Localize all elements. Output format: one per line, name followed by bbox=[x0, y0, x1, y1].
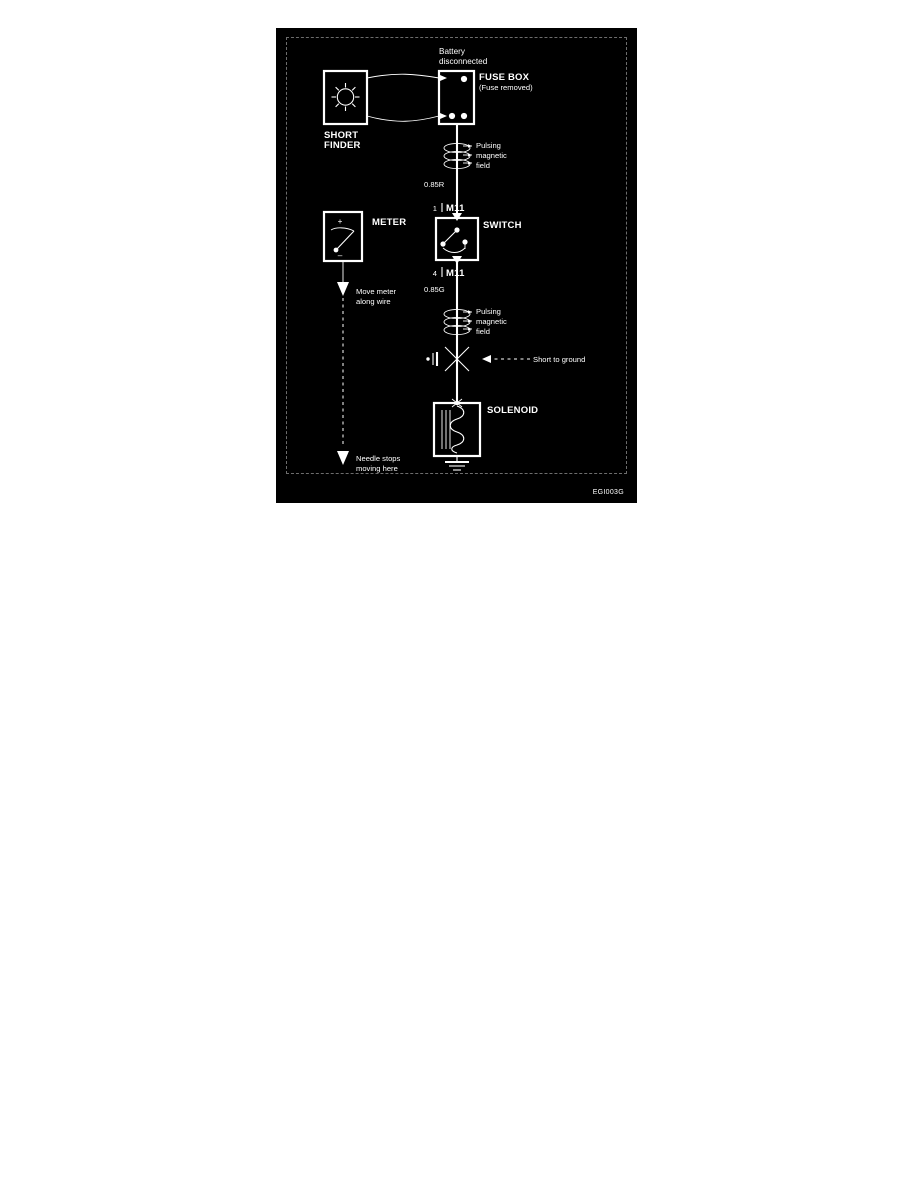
needle-stops-line2: moving here bbox=[356, 464, 398, 473]
battery-disconnected-line2: disconnected bbox=[439, 57, 488, 66]
short-finder-box bbox=[322, 69, 369, 126]
short-to-ground-label: Short to ground bbox=[533, 355, 585, 364]
magnetic-coil-lower-icon bbox=[443, 308, 472, 336]
meter-group: + – METER bbox=[322, 210, 406, 263]
pulsing-field-upper-line2: magnetic bbox=[476, 151, 507, 160]
switch-terminal-bottom-connector: M11 bbox=[446, 268, 465, 279]
pulsing-field-upper-line3: field bbox=[476, 161, 490, 170]
starburst-icon bbox=[331, 83, 360, 111]
solenoid-coil-icon bbox=[449, 405, 465, 454]
short-to-ground-arrow bbox=[482, 355, 491, 363]
move-meter-line1: Move meter bbox=[356, 287, 397, 296]
wiring-diagram-figure: SHORT FINDER Battery disconnected bbox=[276, 28, 637, 503]
fuse-box-title: FUSE BOX bbox=[479, 72, 530, 83]
figure-reference-code: EGI003G bbox=[593, 489, 624, 496]
switch-terminal-bottom-number: 4 bbox=[433, 269, 437, 278]
short-finder-label-line2: FINDER bbox=[324, 140, 361, 151]
short-burst-icon bbox=[444, 343, 470, 375]
test-lead-lower bbox=[366, 115, 440, 122]
short-to-ground-group: Short to ground bbox=[426, 343, 585, 375]
solenoid-label: SOLENOID bbox=[487, 405, 538, 416]
move-meter-line2: along wire bbox=[356, 297, 391, 306]
ground-symbol-icon bbox=[445, 456, 469, 471]
move-meter-arrow bbox=[337, 282, 349, 296]
needle-stops-arrow bbox=[337, 451, 349, 465]
solenoid-group: SOLENOID bbox=[432, 398, 538, 471]
meter-needle-icon bbox=[330, 227, 355, 253]
short-finder-label-line1: SHORT bbox=[324, 130, 358, 141]
meter-movement-path-group: Move meter along wire Needle stops movin… bbox=[337, 261, 401, 473]
switch-box bbox=[434, 216, 480, 262]
pulsing-field-lower-line2: magnetic bbox=[476, 317, 507, 326]
fuse-box-group: Battery disconnected FUSE BOX (Fuse remo… bbox=[437, 47, 533, 126]
test-leads-group bbox=[366, 73, 447, 122]
switch-contacts-icon bbox=[440, 227, 468, 253]
switch-terminal-top-number: 1 bbox=[433, 204, 437, 213]
solenoid-box bbox=[432, 401, 482, 458]
switch-group: 1 M11 4 M11 SWITCH bbox=[433, 203, 522, 279]
test-lead-upper-arrow bbox=[440, 75, 447, 81]
wire-label-upper: 0.85R bbox=[424, 180, 445, 189]
meter-plus-sign: + bbox=[338, 217, 343, 226]
magnetic-coil-upper-icon bbox=[443, 142, 472, 170]
ground-contact-icon bbox=[426, 352, 439, 366]
needle-stops-line1: Needle stops bbox=[356, 454, 401, 463]
pulsing-field-lower-line1: Pulsing bbox=[476, 307, 501, 316]
test-lead-lower-arrow bbox=[440, 113, 447, 119]
fuse-terminal-upper bbox=[460, 75, 468, 83]
fuse-box-subtitle: (Fuse removed) bbox=[479, 83, 533, 92]
solenoid-core-icon bbox=[441, 410, 451, 449]
meter-minus-sign: – bbox=[338, 251, 343, 260]
meter-label: METER bbox=[372, 217, 406, 228]
pulsing-field-upper-line1: Pulsing bbox=[476, 141, 501, 150]
switch-bottom-arrow bbox=[452, 256, 462, 264]
pulsing-field-lower-line3: field bbox=[476, 327, 490, 336]
fuse-terminal-lower-inner bbox=[448, 112, 456, 120]
battery-disconnected-line1: Battery bbox=[439, 47, 466, 56]
pulsing-field-lower-group: Pulsing magnetic field bbox=[443, 307, 507, 336]
short-finder-group: SHORT FINDER bbox=[322, 69, 369, 151]
figure-dashed-border bbox=[286, 37, 627, 474]
wire-label-lower: 0.85G bbox=[424, 285, 445, 294]
test-lead-upper bbox=[366, 73, 440, 79]
pulsing-field-upper-group: Pulsing magnetic field bbox=[443, 141, 507, 170]
wiring-diagram-canvas: SHORT FINDER Battery disconnected bbox=[322, 47, 624, 496]
fuse-terminal-lower bbox=[460, 112, 468, 120]
switch-terminal-top-connector: M11 bbox=[446, 203, 465, 214]
switch-label: SWITCH bbox=[483, 220, 522, 231]
meter-box bbox=[322, 210, 364, 263]
